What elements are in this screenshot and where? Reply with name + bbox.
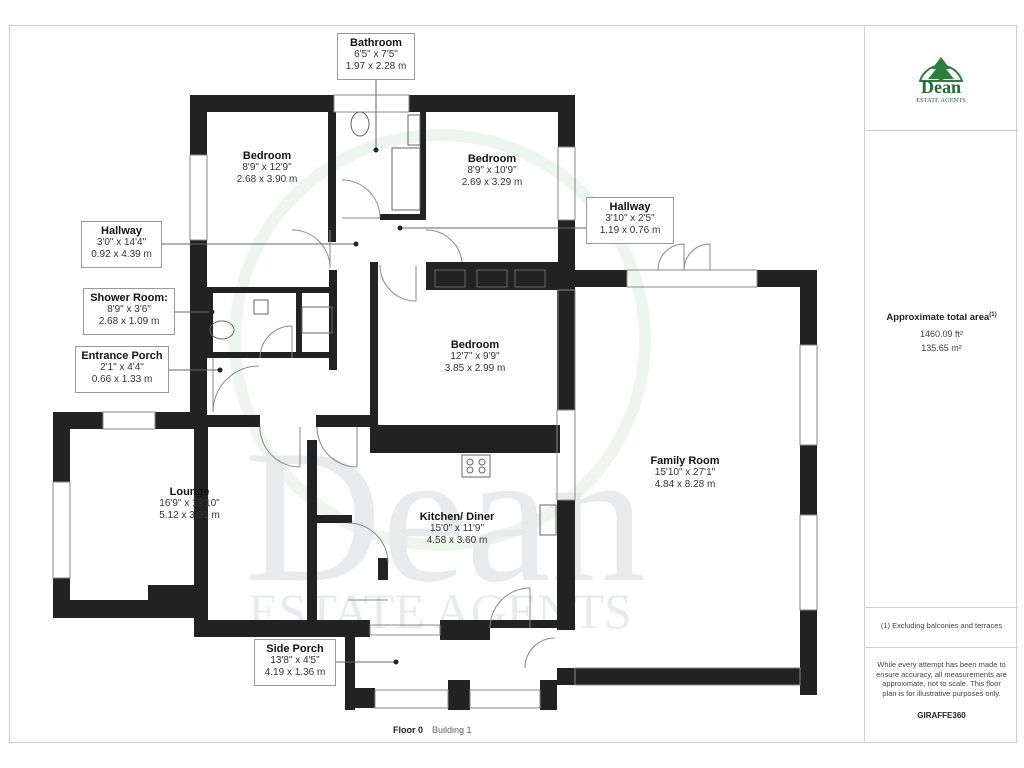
label-bedroom-1: Bedroom 8'9" x 12'9" 2.68 x 3.90 m bbox=[212, 150, 322, 186]
room-metric: 4.58 x 3.60 m bbox=[426, 535, 488, 546]
room-imperial: 2'1" x 4'4" bbox=[100, 362, 144, 373]
room-name: Hallway bbox=[609, 201, 651, 213]
windows-and-doors bbox=[52, 94, 818, 709]
credit: GIRAFFE360 bbox=[917, 711, 966, 720]
label-hallway-1: Hallway 3'0" x 14'4" 0.92 x 4.39 m bbox=[81, 221, 162, 268]
footer-building: Building 1 bbox=[432, 725, 472, 735]
label-kitchen-diner: Kitchen/ Diner 15'0" x 11'9" 4.58 x 3.60… bbox=[402, 511, 512, 547]
room-metric: 0.66 x 1.33 m bbox=[91, 374, 153, 385]
room-name: Bathroom bbox=[350, 37, 402, 49]
label-bathroom: Bathroom 6'5" x 7'5" 1.97 x 2.28 m bbox=[337, 33, 415, 80]
label-hallway-2: Hallway 3'10" x 2'5" 1.19 x 0.76 m bbox=[586, 197, 674, 244]
plan-frame bbox=[9, 25, 1017, 743]
divider bbox=[865, 647, 1018, 648]
walls bbox=[53, 95, 817, 710]
room-imperial: 15'10" x 27'1" bbox=[654, 467, 716, 478]
label-lounge: Lounge 16'9" x 12'10" 5.12 x 3.91 m bbox=[132, 486, 247, 522]
room-name: Bedroom bbox=[467, 153, 517, 165]
tree-logo-icon bbox=[918, 57, 964, 82]
area-sqft: 1460.09 ft² bbox=[919, 329, 964, 339]
info-sidebar: Dean ESTATE AGENTS Approximate total are… bbox=[864, 25, 1018, 743]
room-metric: 3.85 x 2.99 m bbox=[444, 363, 506, 374]
room-imperial: 8'9" x 10'9" bbox=[467, 165, 517, 176]
room-metric: 2.68 x 1.09 m bbox=[98, 316, 160, 327]
label-shower-room: Shower Room: 8'9" x 3'6" 2.68 x 1.09 m bbox=[83, 288, 175, 335]
brand-logo: Dean ESTATE AGENTS bbox=[908, 47, 974, 109]
brand-name: Dean bbox=[921, 77, 961, 97]
bathroom-toilet bbox=[350, 111, 370, 137]
room-imperial: 13'8" x 4'5" bbox=[270, 655, 320, 666]
room-imperial: 8'9" x 3'6" bbox=[107, 304, 151, 315]
brand-subtitle: ESTATE AGENTS bbox=[916, 97, 966, 104]
area-title-text: Approximate total area bbox=[886, 312, 990, 324]
area-sqm: 135.65 m² bbox=[921, 343, 962, 353]
room-metric: 0.92 x 4.39 m bbox=[91, 249, 152, 260]
room-imperial: 8'9" x 12'9" bbox=[242, 162, 292, 173]
exclusion-note: (1) Excluding balconies and terraces bbox=[880, 621, 1003, 630]
room-metric: 1.19 x 0.76 m bbox=[599, 225, 661, 236]
leader-lines bbox=[162, 80, 586, 663]
footer-floor: Floor 0 bbox=[393, 725, 424, 735]
hob bbox=[461, 454, 491, 478]
room-name: Entrance Porch bbox=[81, 350, 163, 362]
divider bbox=[865, 130, 1018, 131]
fixtures bbox=[209, 111, 557, 536]
area-footnote-mark: (1) bbox=[989, 312, 997, 318]
room-metric: 4.19 x 1.36 m bbox=[264, 667, 326, 678]
shower-sink bbox=[253, 299, 269, 315]
label-side-porch: Side Porch 13'8" x 4'5" 4.19 x 1.36 m bbox=[254, 639, 336, 686]
room-imperial: 3'10" x 2'5" bbox=[605, 213, 655, 224]
disclaimer: While every attempt has been made to ens… bbox=[876, 660, 1007, 698]
kitchen-sink bbox=[539, 504, 557, 536]
room-name: Bedroom bbox=[242, 150, 292, 162]
room-metric: 1.97 x 2.28 m bbox=[345, 61, 407, 72]
shower-toilet bbox=[209, 320, 235, 340]
label-family-room: Family Room 15'10" x 27'1" 4.84 x 8.28 m bbox=[630, 455, 740, 491]
room-name: Bedroom bbox=[450, 339, 500, 351]
room-metric: 5.12 x 3.91 m bbox=[159, 510, 220, 521]
area-title: Approximate total area(1) bbox=[865, 312, 1018, 323]
divider bbox=[865, 607, 1018, 608]
room-name: Lounge bbox=[169, 486, 210, 498]
room-name: Family Room bbox=[650, 455, 720, 467]
room-name: Side Porch bbox=[266, 643, 324, 655]
room-imperial: 6'5" x 7'5" bbox=[354, 49, 398, 60]
room-metric: 4.84 x 8.28 m bbox=[654, 479, 716, 490]
room-imperial: 16'9" x 12'10" bbox=[159, 498, 220, 509]
room-name: Shower Room: bbox=[90, 292, 168, 304]
bathtub bbox=[391, 147, 421, 211]
label-bedroom-2: Bedroom 8'9" x 10'9" 2.69 x 3.29 m bbox=[437, 153, 547, 189]
shower-tray bbox=[301, 306, 333, 334]
watermark: Dean ESTATE AGENTS bbox=[229, 129, 651, 639]
room-imperial: 12'7" x 9'9" bbox=[450, 351, 500, 362]
room-imperial: 15'0" x 11'9" bbox=[429, 523, 485, 534]
label-entrance-porch: Entrance Porch 2'1" x 4'4" 0.66 x 1.33 m bbox=[75, 346, 169, 393]
room-imperial: 3'0" x 14'4" bbox=[96, 237, 147, 248]
label-dots bbox=[209, 147, 403, 665]
label-bedroom-3: Bedroom 12'7" x 9'9" 3.85 x 2.99 m bbox=[420, 339, 530, 375]
room-metric: 2.69 x 3.29 m bbox=[461, 177, 523, 188]
room-name: Kitchen/ Diner bbox=[419, 511, 495, 523]
bathroom-sink bbox=[407, 114, 421, 146]
room-name: Hallway bbox=[101, 225, 142, 237]
room-metric: 2.68 x 3.90 m bbox=[236, 174, 298, 185]
